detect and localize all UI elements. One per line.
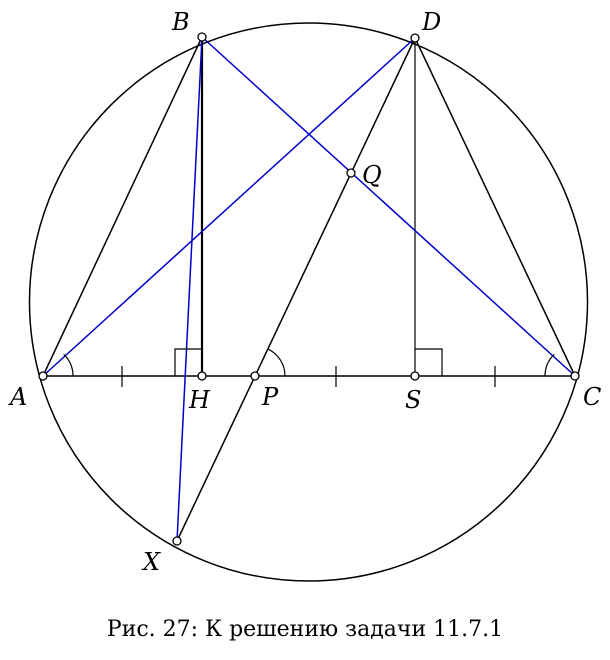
label-S: S <box>405 386 421 414</box>
label-A: A <box>8 383 27 411</box>
segment-DC <box>414 37 576 377</box>
label-Q: Q <box>362 161 382 189</box>
right-angle-mark-S <box>415 348 443 376</box>
point-P <box>250 371 260 381</box>
figure-caption: Рис. 27: К решению задачи 11.7.1 <box>106 617 504 642</box>
segment-BC-blue <box>201 36 576 377</box>
point-A <box>38 371 48 381</box>
point-B <box>197 32 207 42</box>
segment-AB <box>42 36 203 377</box>
label-X: X <box>141 548 161 576</box>
point-X <box>172 536 182 546</box>
angle-arc-A <box>63 353 74 377</box>
segment-BX-blue <box>176 36 203 542</box>
point-S <box>410 371 420 381</box>
point-H <box>197 371 207 381</box>
right-angle-mark-H <box>174 348 202 376</box>
angle-arc-P <box>267 348 286 377</box>
label-D: D <box>421 8 441 36</box>
segment-AD-blue <box>42 37 416 377</box>
label-H: H <box>188 386 211 414</box>
circumcircle <box>28 22 589 582</box>
point-Q <box>346 168 356 178</box>
label-P: P <box>261 383 279 411</box>
geometry-figure: A B C D H P Q S X <box>8 8 601 582</box>
segment-DX <box>176 37 416 542</box>
point-C <box>570 371 580 381</box>
label-C: C <box>583 383 601 411</box>
label-B: B <box>171 8 190 36</box>
point-D <box>410 33 420 43</box>
angle-arc-C <box>544 353 555 377</box>
